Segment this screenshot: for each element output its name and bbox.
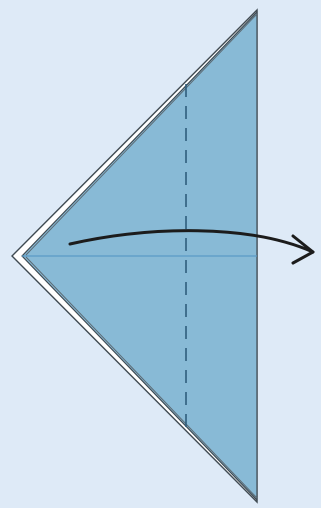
- origami-diagram: [0, 0, 321, 508]
- diagram-canvas: [0, 0, 321, 508]
